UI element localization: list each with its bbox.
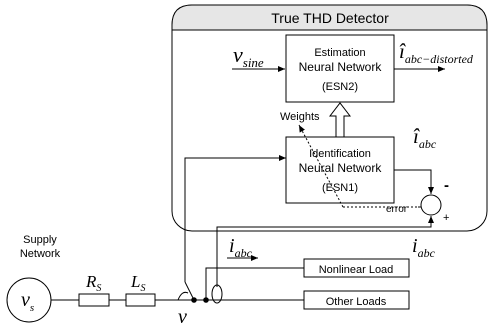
i-hat-main: î (413, 124, 420, 148)
esn2-block (285, 34, 395, 103)
esn1-block (285, 136, 395, 204)
ls-sub: S (140, 283, 145, 294)
i-distorted-sub: abc−distorted (405, 52, 474, 66)
inductor-ls (125, 293, 156, 307)
nonlinear-load-box (303, 258, 410, 278)
vs-label: vs (21, 289, 34, 314)
rs-sub: S (96, 283, 101, 294)
measured-current-line (216, 216, 434, 287)
vsine-sub: sine (243, 55, 264, 70)
detector-title: True THD Detector (271, 10, 389, 26)
esn1-line2: Neural Network (299, 161, 383, 175)
i-abc-mid-main: i (229, 235, 235, 257)
summing-junction (420, 194, 442, 216)
weights-label: Weights (280, 111, 320, 123)
plus-sign: + (443, 212, 449, 224)
i-distorted-label: îabc−distorted (399, 39, 474, 66)
pcc-to-feedback (184, 281, 195, 301)
i-abc-right-label: iabc (412, 235, 436, 260)
esn1-line3: (ESN1) (322, 182, 358, 194)
ls-main: L (130, 272, 140, 291)
error-feedback-diagonal (298, 124, 344, 208)
vsine-label: vsine (233, 42, 264, 70)
vsine-main: v (233, 42, 243, 67)
nonlinear-branch-line (205, 267, 304, 300)
i-abc-right-sub: abc (418, 246, 436, 260)
i-hat-label: îabc (413, 124, 437, 151)
i-distorted-main: î (399, 39, 406, 63)
i-hat-sub: abc (419, 137, 437, 151)
v-bottom-label: v (178, 306, 187, 323)
voltage-feedback-line (184, 155, 286, 282)
detector-title-tab (171, 4, 488, 31)
esn2-line2: Neural Network (299, 60, 383, 74)
weights-transfer-arrow (328, 102, 352, 138)
i-abc-right-main: i (412, 235, 418, 257)
other-loads-box (303, 290, 410, 310)
vs-main: v (21, 289, 30, 311)
crossover-hop (177, 291, 189, 301)
rs-main: R (85, 272, 97, 291)
vs-sub: s (30, 302, 34, 314)
esn1-line1: Identification (309, 148, 371, 160)
resistor-rs (78, 293, 110, 307)
ls-label: LS (130, 272, 145, 294)
esn2-line3: (ESN2) (322, 81, 358, 93)
supply-label-line1: Supply (23, 234, 57, 246)
supply-label-line2: Network (20, 248, 61, 260)
esn1-output-line (394, 169, 434, 194)
esn2-line1: Estimation (314, 47, 365, 59)
rs-label: RS (85, 272, 101, 294)
current-sensor (211, 284, 223, 304)
i-abc-mid-label: iabc (229, 235, 253, 260)
other-loads-label: Other Loads (326, 296, 387, 308)
minus-sign: - (444, 177, 449, 194)
nonlinear-load-label: Nonlinear Load (319, 264, 394, 276)
error-label: error (386, 204, 408, 215)
i-abc-mid-sub: abc (235, 246, 253, 260)
